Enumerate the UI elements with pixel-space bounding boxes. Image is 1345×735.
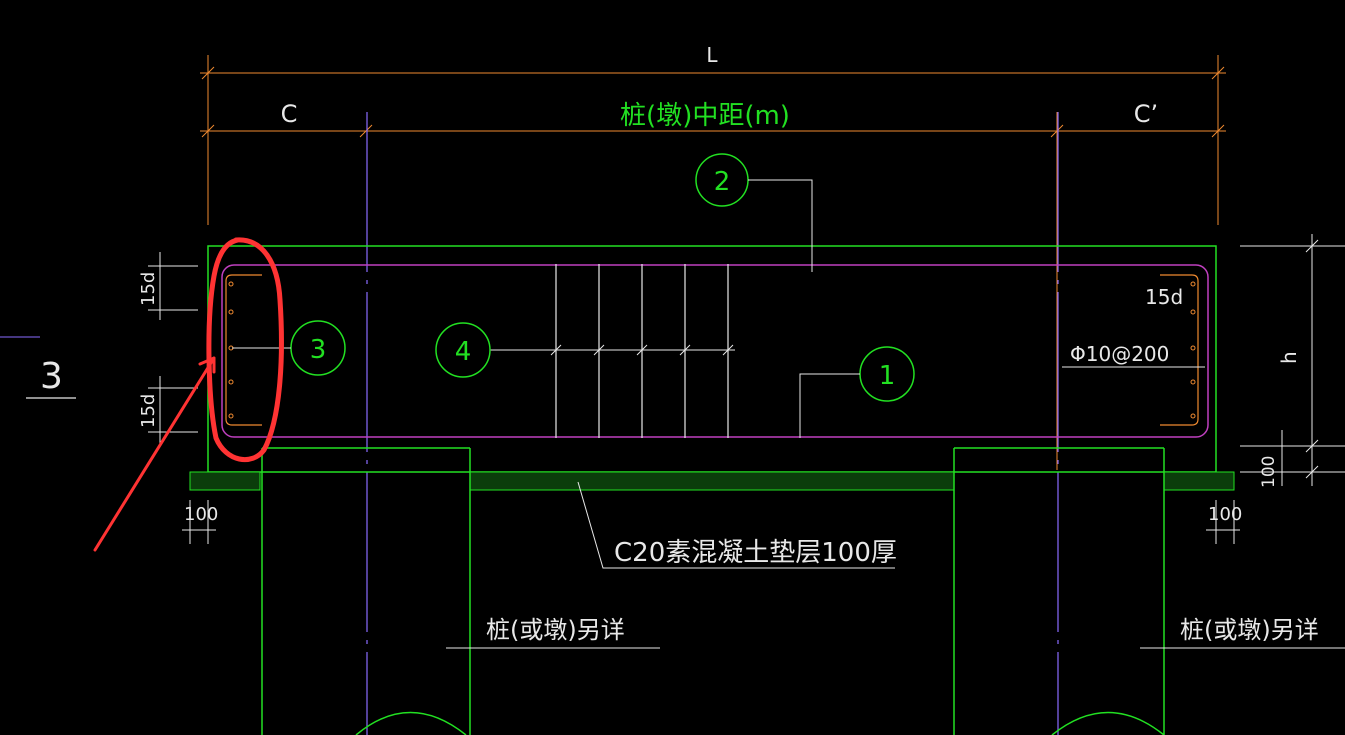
cushion-thickness-label: 100 [1259, 456, 1279, 488]
callout-2: 2 [695, 153, 813, 272]
stirrup-ticks [550, 344, 734, 356]
rebar-dots-right [1190, 281, 1196, 419]
left-pile [261, 447, 471, 735]
dim-left-edge: C [281, 100, 298, 128]
pile-right-label: 桩(或墩)另详 [1180, 616, 1319, 644]
height-label: h [1277, 351, 1301, 364]
dim-center-span: 桩(墩)中距(m) [620, 101, 790, 131]
stirrup-spec-label: Φ10@200 [1070, 342, 1169, 366]
callout-4-label: 4 [455, 337, 472, 367]
anchor-bottom-label: 15d [138, 394, 159, 428]
left-offset-label: 100 [184, 504, 218, 525]
callout-1: 1 [799, 346, 915, 438]
callout-2-label: 2 [714, 167, 731, 197]
highlight-arrow [93, 356, 216, 552]
anchor-top-label: 15d [138, 272, 159, 306]
rebar-dots-left [228, 281, 234, 419]
section-mark: 3 [40, 356, 63, 397]
pile-centerlines [366, 112, 1059, 735]
callout-4: 4 [435, 322, 491, 378]
right-height-dims [1240, 234, 1345, 486]
anchor-right-label: 15d [1145, 285, 1183, 309]
dimension-lines [200, 55, 1226, 470]
cushion-label: C20素混凝土垫层100厚 [614, 538, 897, 568]
dim-right-edge: C’ [1134, 100, 1158, 128]
callout-3-label: 3 [310, 335, 327, 365]
left-offset-dim [182, 500, 216, 544]
right-pile [953, 447, 1165, 735]
highlight-loop [206, 237, 284, 462]
right-offset-dim [1206, 500, 1240, 544]
stirrups [555, 264, 729, 438]
dim-total-length: L [706, 43, 718, 67]
pile-left-label: 桩(或墩)另详 [486, 616, 625, 644]
rebar-cage [221, 264, 1209, 438]
rebar-hooks [225, 274, 1199, 426]
right-offset-label: 100 [1208, 504, 1242, 525]
left-anchor-dims [148, 252, 198, 444]
callout-3: 3 [232, 320, 346, 376]
callout-1-label: 1 [879, 361, 896, 391]
cushion-leader [577, 481, 895, 569]
cushion-layer [189, 471, 1235, 491]
pile-cap-outline [207, 245, 1217, 473]
